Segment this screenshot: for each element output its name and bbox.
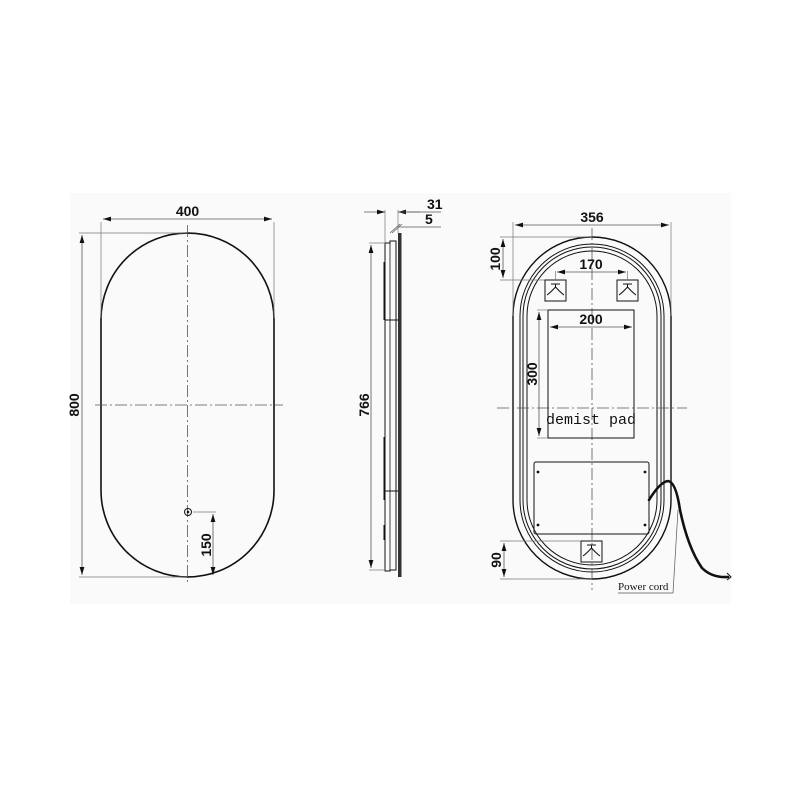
top-offset-dim: 100 [487, 247, 503, 271]
demist-pad-label: demist pad [546, 412, 636, 429]
front-height-dim: 800 [66, 393, 82, 417]
side-height-dim: 766 [356, 393, 372, 417]
pad-height-dim: 300 [524, 362, 540, 386]
back-width-dim: 356 [580, 209, 604, 225]
switch-offset-dim: 150 [198, 533, 214, 557]
wall-hanger-bracket-icon [580, 540, 603, 563]
side-depth-dim: 31 [427, 196, 443, 212]
hanger-spacing-dim: 170 [579, 256, 603, 272]
power-cord-label: Power cord [618, 581, 669, 593]
power-cord [647, 479, 730, 579]
side-glass-dim: 5 [425, 211, 433, 227]
side-view: 31 5 766 [356, 196, 443, 577]
wall-hanger-bracket-icon [616, 279, 639, 302]
back-view: 356 100 170 200 300 demist pad [487, 209, 732, 594]
mirror-outline [100, 232, 275, 578]
wall-hanger-bracket-icon [544, 279, 567, 302]
front-width-dim: 400 [176, 203, 200, 219]
touch-switch-icon [184, 508, 192, 516]
pad-width-dim: 200 [579, 311, 603, 327]
led-driver-box [533, 461, 650, 535]
demist-pad [547, 309, 635, 439]
front-view: 400 800 150 [66, 203, 283, 585]
bottom-offset-dim: 90 [488, 552, 504, 568]
